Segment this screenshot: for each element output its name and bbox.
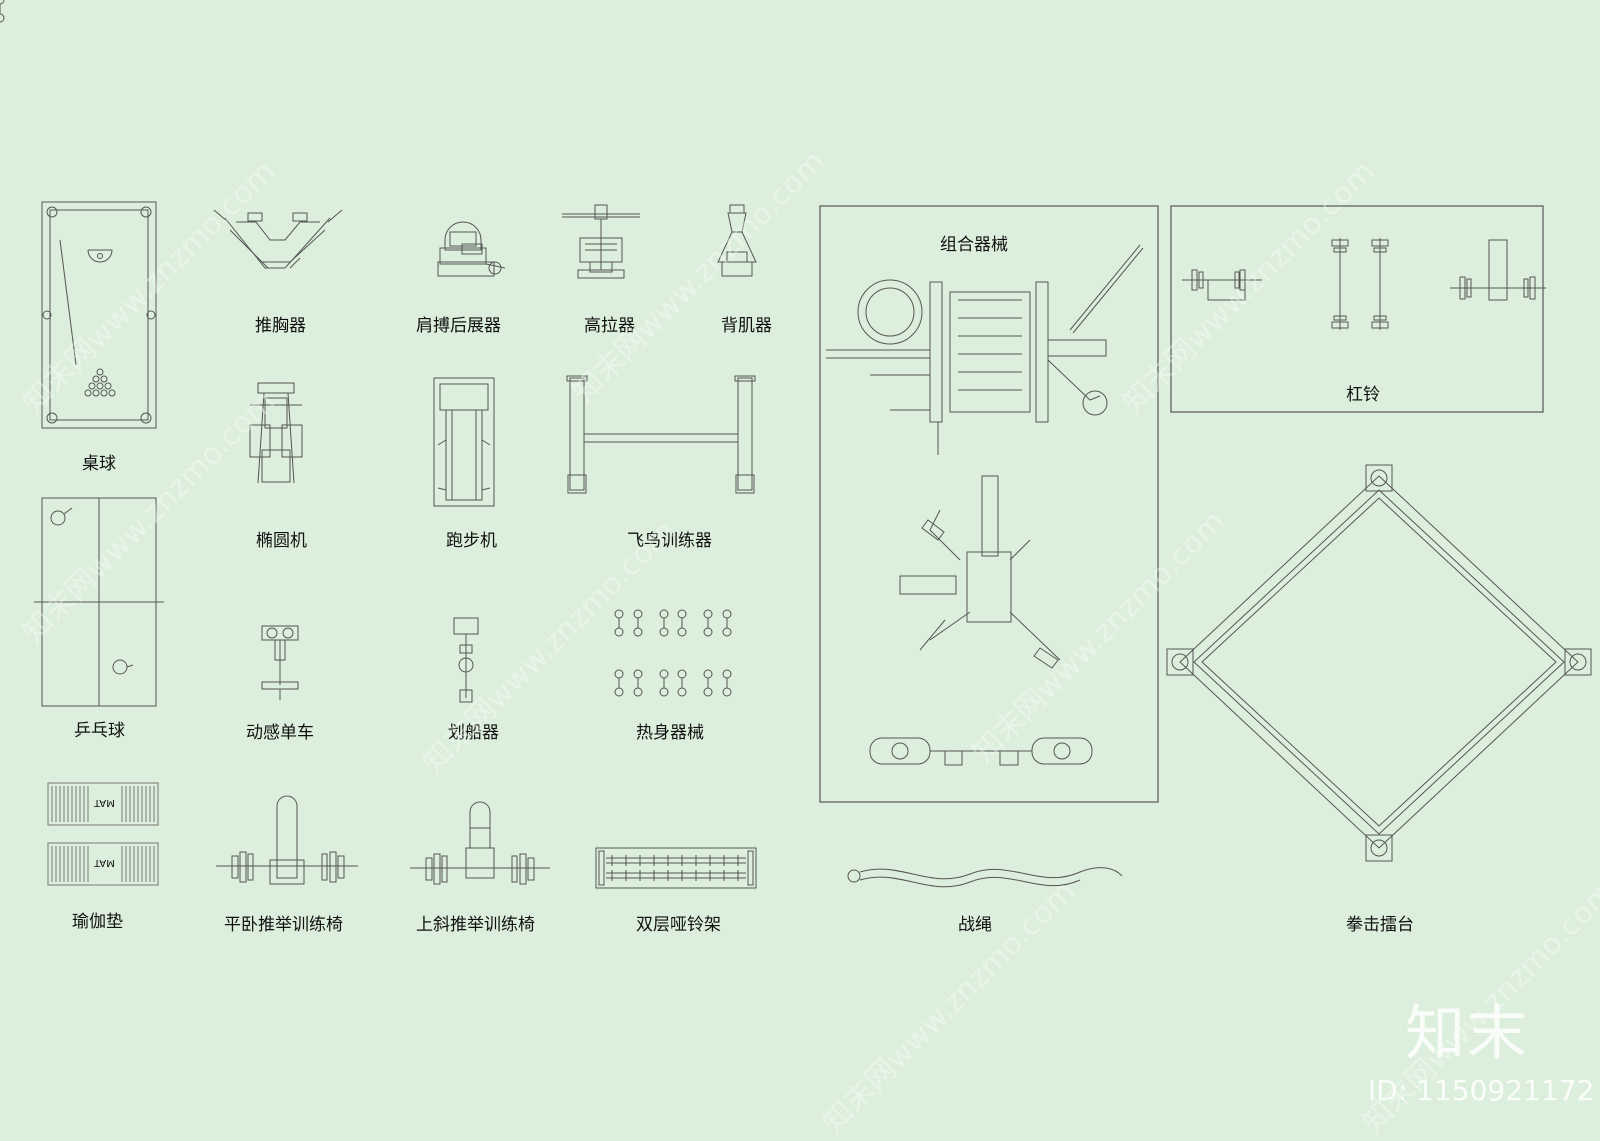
dumbbell-rack-drawing	[595, 847, 757, 889]
label-back: 背肌器	[721, 316, 772, 336]
yoga-mat-text-2: MAT	[94, 857, 115, 868]
yoga-mat-text-1: MAT	[94, 797, 115, 808]
label-fly: 飞鸟训练器	[627, 531, 712, 551]
label-yoga-mat: 瑜伽垫	[72, 912, 123, 932]
elliptical-drawing	[249, 382, 303, 484]
treadmill-drawing	[433, 377, 495, 507]
warmup-dumbbells-drawing	[0, 0, 732, 697]
billiards-table-drawing	[41, 201, 157, 429]
watermark-id: ID: 1150921172	[1368, 1074, 1595, 1107]
barbell-drawing	[1170, 205, 1546, 413]
fly-trainer-drawing	[566, 375, 756, 494]
label-billiards: 桌球	[82, 454, 116, 474]
label-boxing-ring: 拳击擂台	[1346, 915, 1414, 935]
label-barbell: 杠铃	[1346, 385, 1380, 405]
combo-machine-drawing	[819, 205, 1159, 803]
battle-rope-drawing	[847, 867, 1123, 888]
lat-pull-drawing	[562, 204, 640, 279]
boxing-ring-drawing	[1166, 464, 1592, 862]
watermark-brand: 知末	[1405, 999, 1529, 1069]
shoulder-machine-drawing	[437, 221, 506, 277]
label-incline-bench: 上斜推举训练椅	[416, 915, 535, 935]
spin-bike-drawing	[261, 625, 299, 700]
label-warmup: 热身器械	[636, 723, 704, 743]
incline-bench-drawing	[410, 801, 550, 885]
label-rower: 划船器	[448, 723, 499, 743]
label-shoulder: 肩搏后展器	[416, 316, 501, 336]
flat-bench-drawing	[216, 795, 358, 885]
label-spin-bike: 动感单车	[246, 723, 314, 743]
label-lat-pull: 高拉器	[584, 316, 635, 336]
label-dumbbell-rack: 双层哑铃架	[636, 915, 721, 935]
label-flat-bench: 平卧推举训练椅	[224, 915, 343, 935]
label-elliptical: 椭圆机	[256, 531, 307, 551]
label-table-tennis: 乒乓球	[74, 721, 125, 741]
label-combo: 组合器械	[940, 235, 1008, 255]
label-treadmill: 跑步机	[446, 531, 497, 551]
back-extension-drawing	[717, 204, 757, 277]
label-chest-press: 推胸器	[255, 316, 306, 336]
table-tennis-drawing	[34, 497, 164, 707]
label-battle-rope: 战绳	[958, 915, 992, 935]
yoga-mats-drawing	[47, 782, 159, 886]
chest-press-drawing	[213, 209, 343, 269]
rower-drawing	[453, 617, 479, 703]
